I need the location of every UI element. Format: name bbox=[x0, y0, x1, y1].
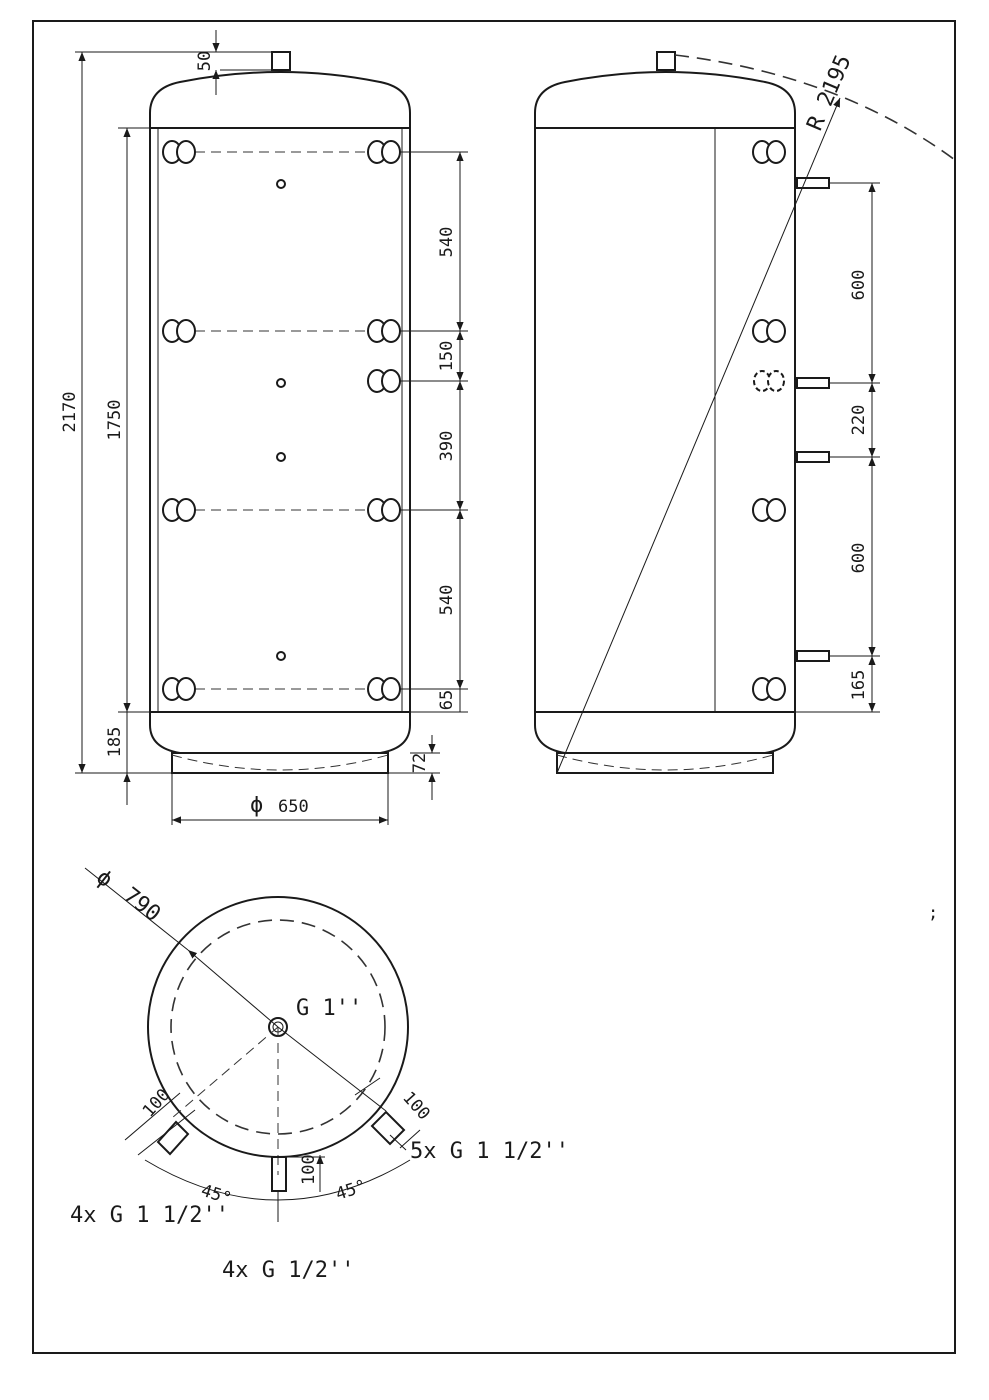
top-nozzle bbox=[271, 51, 291, 71]
side-view: R 2195 600 220 600 165 bbox=[534, 51, 956, 774]
top-diameter: 790 bbox=[118, 883, 165, 927]
radius-arc bbox=[674, 54, 956, 161]
dim-540-bottom: 540 bbox=[437, 585, 457, 616]
dim-220: 220 bbox=[849, 405, 869, 436]
corner-mark: ; bbox=[928, 903, 938, 923]
bottom-dome-hidden bbox=[171, 754, 389, 771]
dim-72: 72 bbox=[410, 753, 430, 773]
stub-bottom: 100 bbox=[299, 1154, 319, 1185]
front-view: 540 150 390 540 65 72 50 2170 1750 185 ϕ… bbox=[60, 30, 468, 825]
dim-390: 390 bbox=[437, 431, 457, 462]
side-nozzles bbox=[796, 177, 830, 662]
dim-600-bottom: 600 bbox=[849, 543, 869, 574]
stub-right: 100 bbox=[398, 1088, 433, 1124]
label-left-connection: 4x G 1 1/2'' bbox=[70, 1203, 229, 1228]
dim-2170: 2170 bbox=[60, 392, 80, 433]
dim-50: 50 bbox=[195, 51, 215, 71]
top-view: ϕ 790 100 100 100 45° 45° G 1'' 5x G 1 1… bbox=[70, 865, 569, 1283]
label-right-connection: 5x G 1 1/2'' bbox=[410, 1139, 569, 1164]
stub-left: 100 bbox=[139, 1085, 174, 1121]
tank-base-side bbox=[556, 752, 774, 774]
side-ports bbox=[752, 140, 786, 701]
angle-right: 45° bbox=[333, 1176, 368, 1205]
tank-base bbox=[171, 752, 389, 774]
radius-line bbox=[556, 97, 841, 774]
front-ports-left bbox=[162, 140, 196, 701]
top-nozzle-side bbox=[656, 51, 676, 71]
front-ports-right bbox=[367, 140, 401, 701]
top-nozzles bbox=[156, 1110, 406, 1192]
dim-150: 150 bbox=[437, 341, 457, 372]
drawing-frame bbox=[32, 20, 956, 1354]
dim-radius: R 2195 bbox=[803, 51, 857, 134]
top-diameter-symbol: ϕ bbox=[91, 865, 117, 893]
label-bottom-connection: 4x G 1/2'' bbox=[222, 1258, 354, 1283]
dim-540-top: 540 bbox=[437, 227, 457, 258]
dim-1750: 1750 bbox=[105, 400, 125, 441]
sensor-holes bbox=[276, 179, 286, 661]
dim-65: 65 bbox=[437, 690, 457, 710]
tank-body-side bbox=[534, 71, 796, 754]
label-center-connection: G 1'' bbox=[296, 996, 362, 1021]
dim-650: 650 bbox=[278, 797, 309, 817]
base-diameter-symbol: ϕ bbox=[250, 793, 263, 818]
tank-body-front bbox=[149, 71, 411, 754]
dim-165: 165 bbox=[849, 670, 869, 701]
dim-185: 185 bbox=[105, 727, 125, 758]
inner-dashed-circle bbox=[170, 919, 386, 1135]
dim-600-top: 600 bbox=[849, 270, 869, 301]
